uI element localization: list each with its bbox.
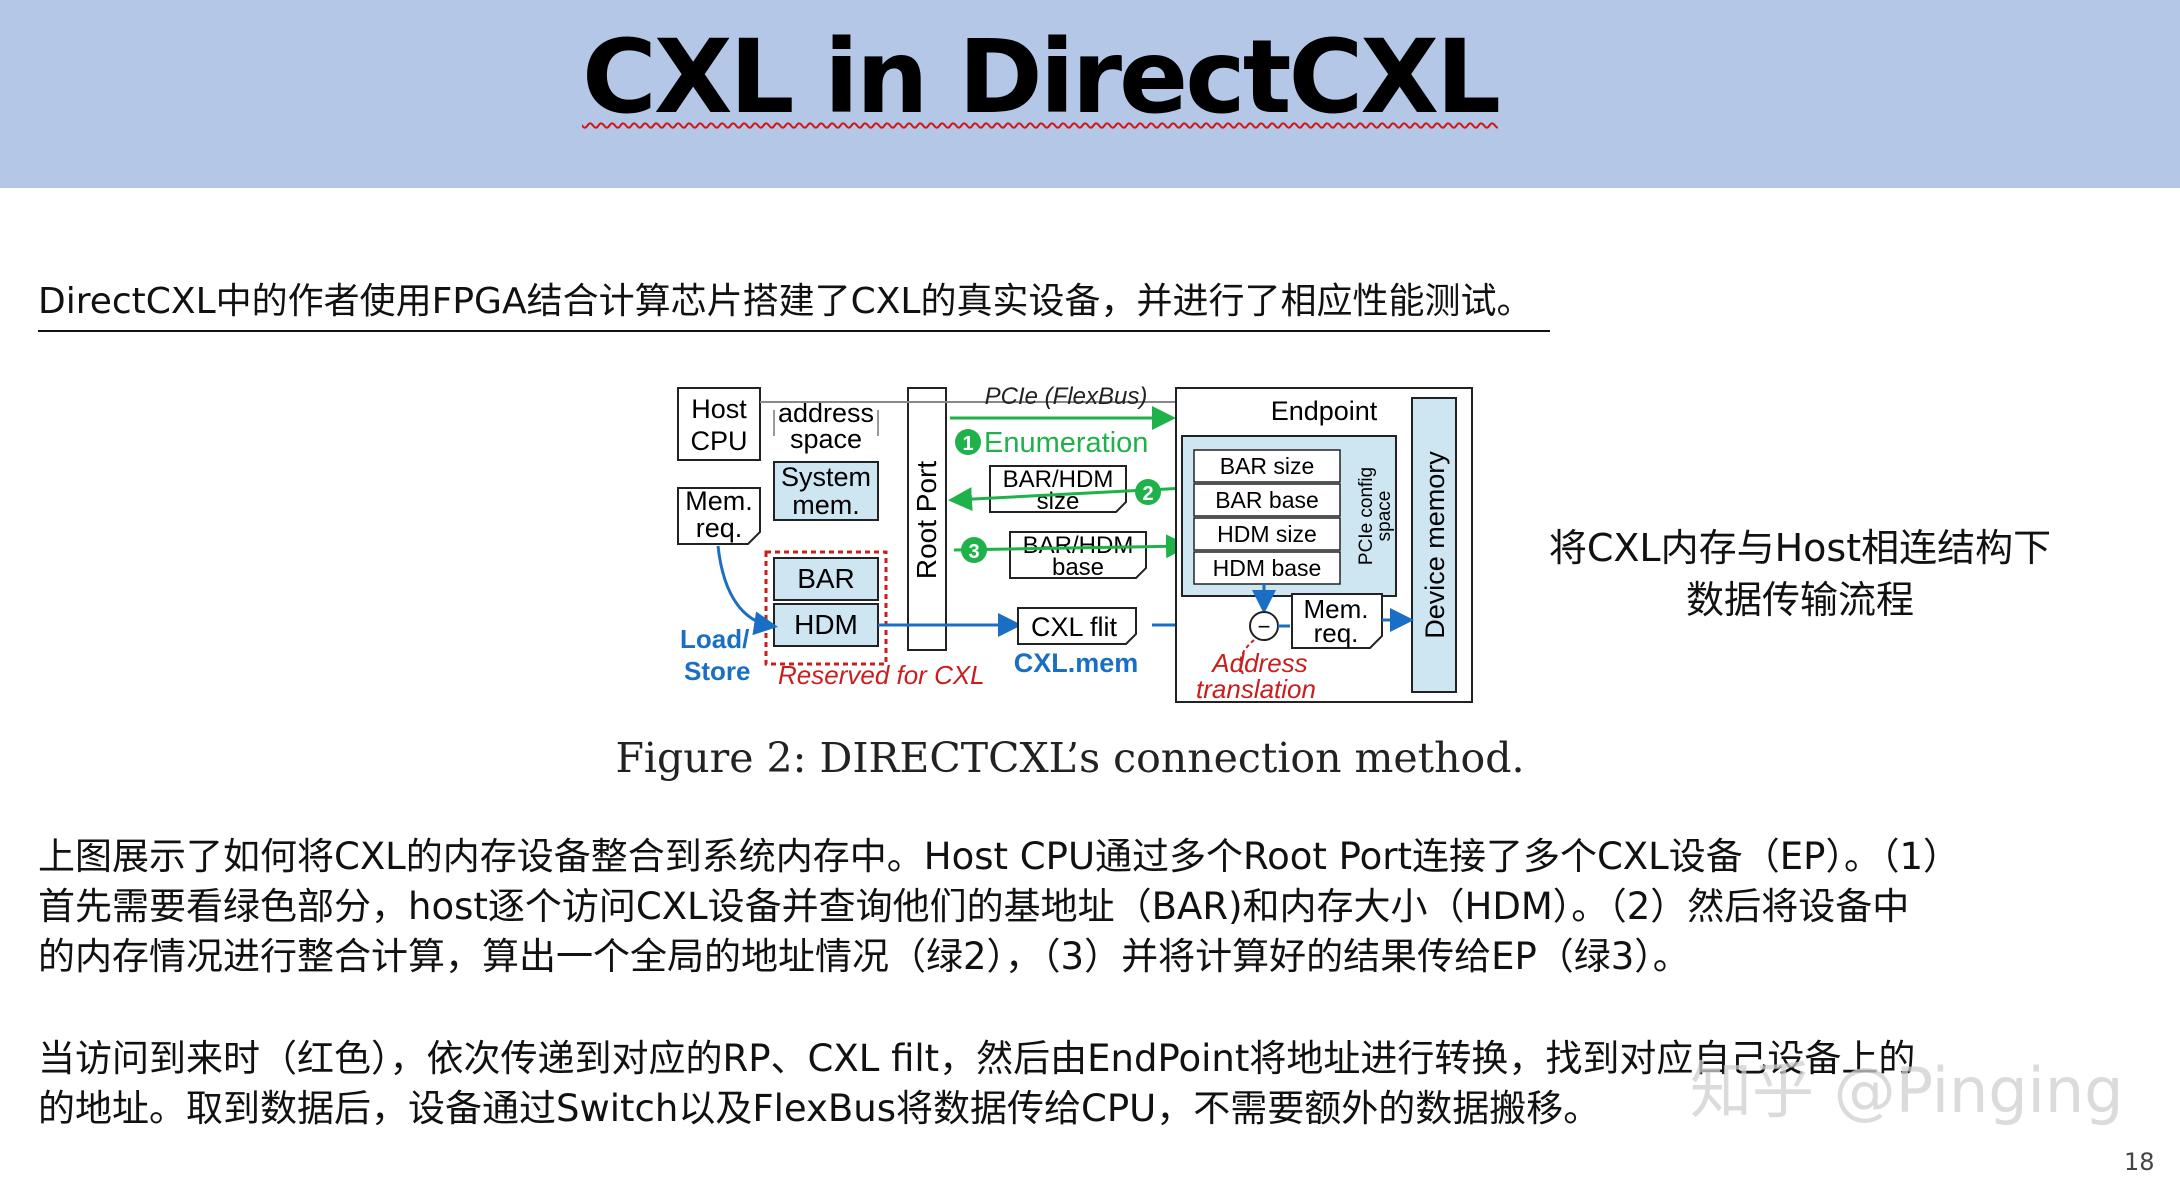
cxl-flit-label: CXL flit <box>1031 612 1118 642</box>
bar-size-row <box>1193 449 1341 483</box>
hdm-size-row <box>1193 517 1341 551</box>
paragraph-2-line-2: 的地址。取到数据后，设备通过Switch以及FlexBus将数据传给CPU，不需… <box>38 1087 1601 1130</box>
mem-req-right-label-1: Mem. <box>1304 594 1369 624</box>
host-cpu-label-2: CPU <box>690 426 747 456</box>
bar-base-label: BAR base <box>1215 487 1319 513</box>
bar-hdm-size-label-2: size <box>1037 488 1080 515</box>
hdm-label: HDM <box>794 609 858 640</box>
mem-req-left-label-1: Mem. <box>685 486 753 516</box>
device-memory-label: Device memory <box>1420 451 1450 639</box>
step-3-badge <box>961 537 987 563</box>
mem-req-left-box <box>677 487 761 545</box>
address-translation-label-2: translation <box>1196 674 1316 704</box>
address-space-label-2: space <box>790 424 862 454</box>
address-space-bracket <box>773 410 879 436</box>
system-mem-label-2: mem. <box>792 490 860 520</box>
device-memory-box <box>1411 397 1457 693</box>
cxl-flit-box <box>1017 607 1137 645</box>
address-translation-label-1: Address <box>1210 648 1307 678</box>
bar-hdm-base-box <box>1009 531 1147 579</box>
figure-caption: Figure 2: DIRECTCXL’s connection method. <box>615 734 1525 782</box>
address-translation-pointer <box>1239 639 1255 677</box>
root-port-box <box>907 387 947 651</box>
hdm-base-row <box>1193 551 1341 585</box>
pcie-config-label-2: space <box>1374 491 1395 542</box>
side-note-line-1: 将CXL内存与Host相连结构下 <box>1548 526 2052 570</box>
mem-req-right-box <box>1291 593 1383 649</box>
step-1-number: 1 <box>962 433 973 455</box>
reserved-label: Reserved for CXL <box>778 660 985 690</box>
slide-title: CXL in DirectCXL <box>582 18 1501 137</box>
hdm-base-label: HDM base <box>1213 555 1322 581</box>
bar-size-label: BAR size <box>1220 453 1315 479</box>
bar-hdm-base-label-2: base <box>1052 554 1104 581</box>
reserved-region <box>764 550 888 666</box>
bar-hdm-size-box <box>989 465 1127 513</box>
step-2-badge <box>1135 479 1161 505</box>
load-store-arrow <box>716 545 778 636</box>
step-3-number: 3 <box>968 541 979 563</box>
bar-box <box>773 557 879 601</box>
host-cpu-label-1: Host <box>691 394 747 424</box>
system-mem-label-1: System <box>781 462 871 492</box>
paragraph-2-line-1: 当访问到来时（红色），依次传递到对应的RP、CXL filt，然后由EndPoi… <box>38 1037 1916 1080</box>
store-label: Store <box>684 656 750 686</box>
paragraph-1-line-1: 上图展示了如何将CXL的内存设备整合到系统内存中。Host CPU通过多个Roo… <box>38 835 1960 878</box>
step-2-number: 2 <box>1142 483 1153 505</box>
title-banner: CXL in DirectCXL <box>0 0 2180 188</box>
system-mem-box <box>773 461 879 521</box>
base-send-arrow <box>953 534 1190 559</box>
bar-base-row <box>1193 483 1341 517</box>
bar-label: BAR <box>797 563 855 594</box>
translation-minus: − <box>1258 614 1271 639</box>
enumeration-label: Enumeration <box>984 427 1148 459</box>
host-cpu-box <box>677 387 761 461</box>
endpoint-label: Endpoint <box>1271 396 1378 426</box>
mem-req-left-label-2: req. <box>696 513 743 543</box>
side-note-line-2: 数据传输流程 <box>1685 578 1914 622</box>
load-label: Load/ <box>680 624 749 654</box>
watermark: 知乎 @Pinging <box>1690 1054 2124 1127</box>
bar-hdm-size-label-1: BAR/HDM <box>1003 466 1114 493</box>
paragraph-1-line-3: 的内存情况进行整合计算，算出一个全局的地址情况（绿2），（3）并将计算好的结果传… <box>38 935 1690 978</box>
cxl-mem-label: CXL.mem <box>1014 648 1139 678</box>
step-1-badge <box>955 429 981 455</box>
connection-diagram: Host CPU Mem. req. address space System … <box>677 383 1473 704</box>
paragraph-2: 当访问到来时（红色），依次传递到对应的RP、CXL filt，然后由EndPoi… <box>38 1034 2158 1134</box>
hdm-size-label: HDM size <box>1217 521 1317 547</box>
intro-text: DirectCXL中的作者使用FPGA结合计算芯片搭建了CXL的真实设备，并进行… <box>38 272 1551 332</box>
side-note: 将CXL内存与Host相连结构下 数据传输流程 <box>1510 522 2090 626</box>
page-number: 18 <box>2124 1148 2155 1176</box>
root-port-label: Root Port <box>911 461 942 579</box>
paragraph-1-line-2: 首先需要看绿色部分，host逐个访问CXL设备并查询他们的基地址（BAR)和内存… <box>38 885 1910 928</box>
paragraph-1: 上图展示了如何将CXL的内存设备整合到系统内存中。Host CPU通过多个Roo… <box>38 832 2158 982</box>
mem-req-right-label-2: req. <box>1314 618 1359 648</box>
bar-hdm-base-label-1: BAR/HDM <box>1023 532 1134 559</box>
pcie-label: PCIe (FlexBus) <box>985 383 1148 410</box>
pcie-config-label-1: PCIe config <box>1356 467 1377 565</box>
